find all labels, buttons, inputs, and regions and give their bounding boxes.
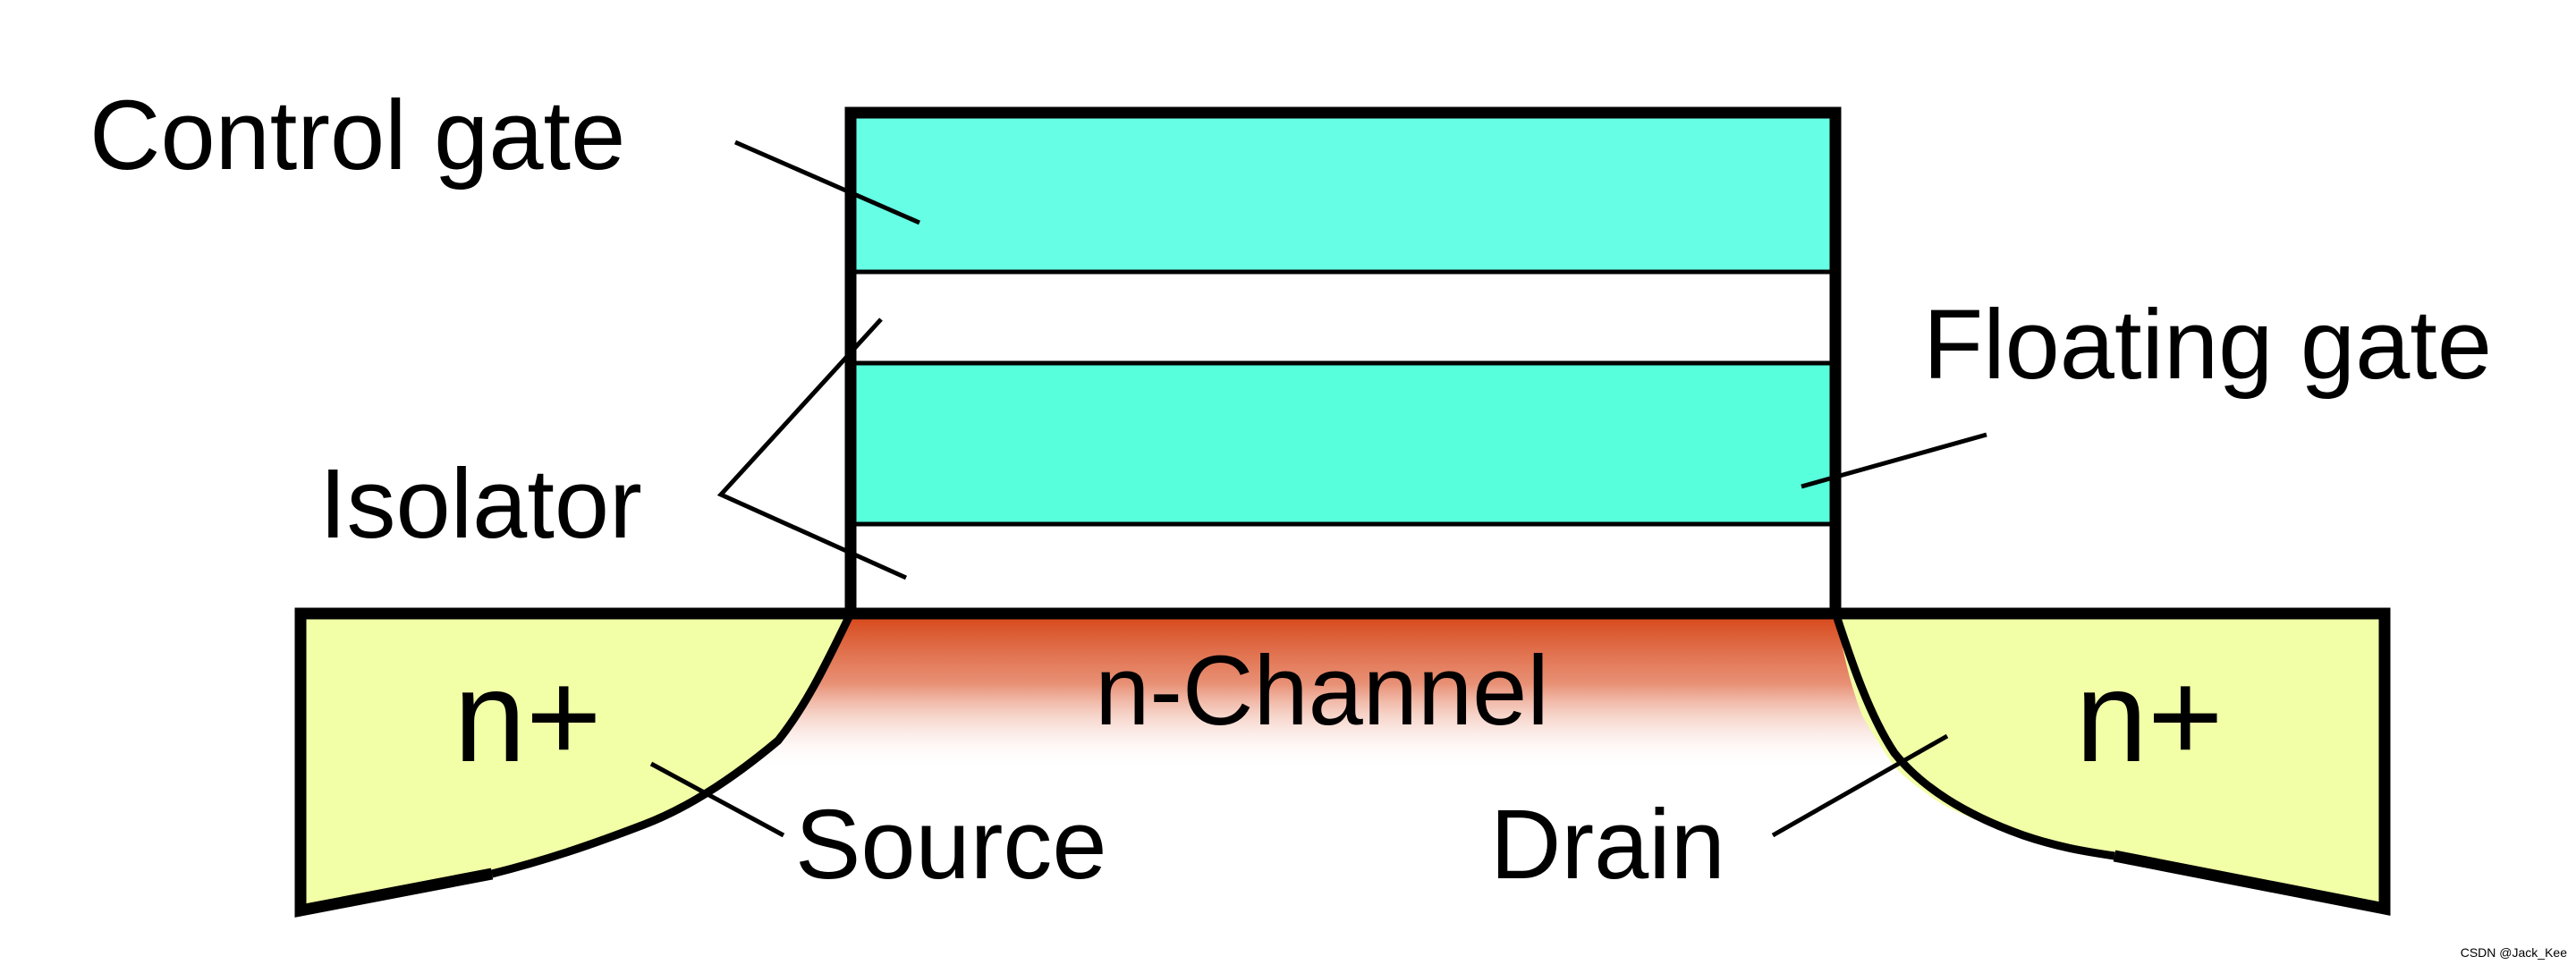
lower-isolator-layer bbox=[851, 524, 1835, 614]
source-leader bbox=[649, 761, 785, 838]
drain-junction-boundary bbox=[1832, 614, 2115, 860]
control-gate-label: Control gate bbox=[89, 80, 625, 190]
isolator-label: Isolator bbox=[319, 449, 642, 559]
watermark: CSDN @Jack_Kee bbox=[2461, 945, 2567, 960]
substrate-outline-right bbox=[1836, 607, 2391, 916]
drain-label: Drain bbox=[1490, 790, 1725, 900]
source-doped-region bbox=[301, 614, 850, 910]
drain-doped-region bbox=[1836, 614, 2385, 909]
control-gate-layer bbox=[851, 113, 1835, 272]
channel-label: n-Channel bbox=[1095, 636, 1549, 746]
floating-gate-layer bbox=[851, 363, 1835, 524]
n-channel-region bbox=[742, 614, 1923, 769]
substrate-outline-bottom-left bbox=[300, 869, 493, 915]
source-label: Source bbox=[795, 790, 1107, 900]
floating-gate-label: Floating gate bbox=[1923, 290, 2492, 400]
source-n-plus-label: n+ bbox=[453, 644, 601, 789]
drain-leader bbox=[1771, 733, 1949, 838]
upper-isolator-layer bbox=[851, 272, 1835, 363]
isolator-leader bbox=[716, 317, 908, 580]
drain-n-plus-label: n+ bbox=[2075, 644, 2223, 789]
floating-gate-leader bbox=[1801, 432, 1987, 489]
control-gate-leader bbox=[733, 140, 921, 225]
